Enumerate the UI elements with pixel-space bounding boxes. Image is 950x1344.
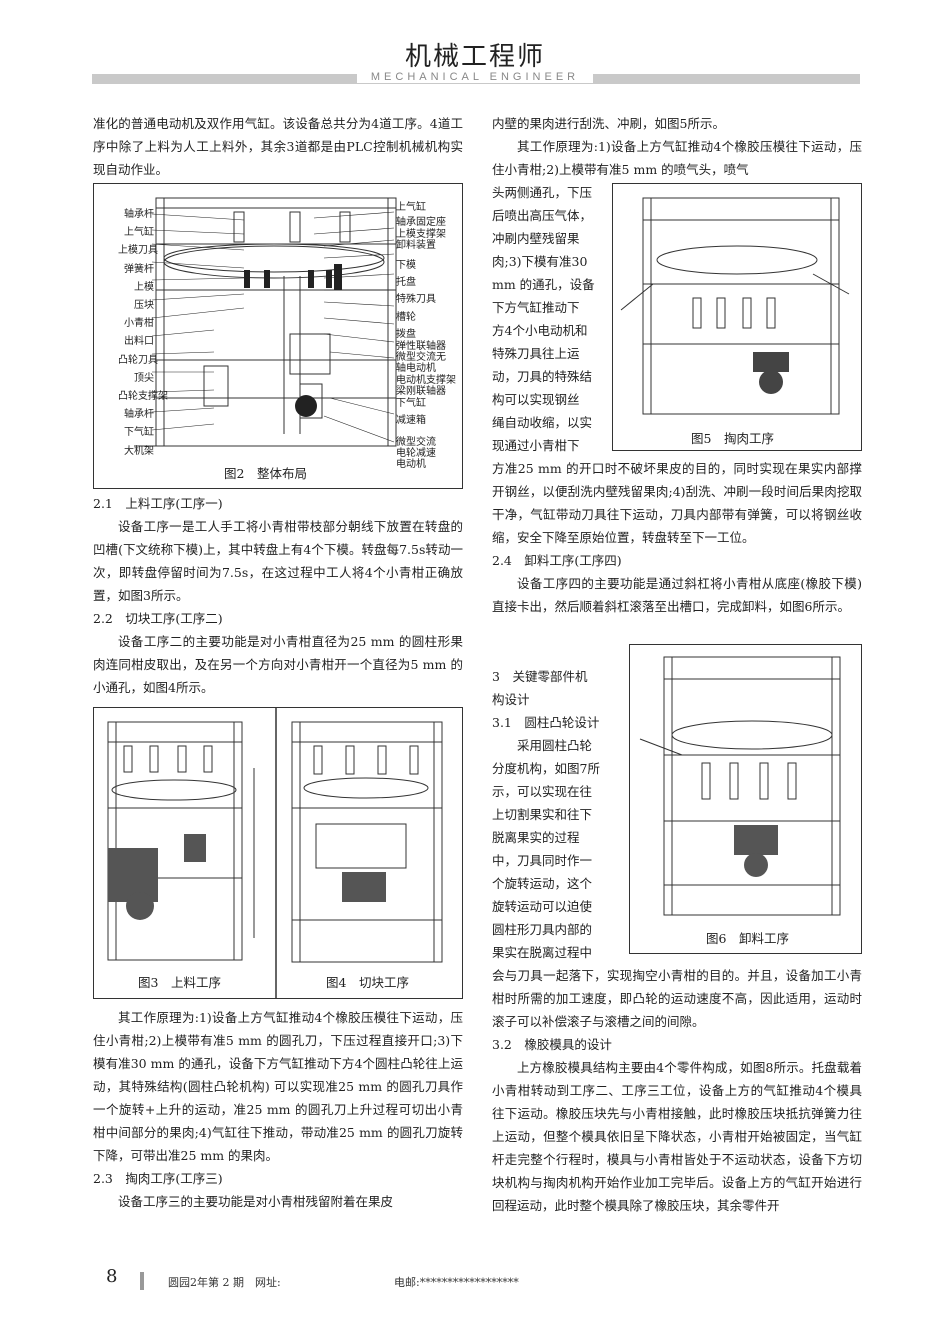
figure-3-4-drawing: [107, 708, 443, 998]
figure-2-drawing: [134, 197, 397, 447]
right-narrow-2: 3 关键零部件机 构设计 3.1 圆柱凸轮设计 采用圆柱凸轮 分度机构，如图7所…: [492, 665, 622, 964]
figure-5: 图5 掏肉工序: [612, 183, 862, 451]
section-3-title-line-2: 构设计: [492, 692, 530, 707]
left-sections-21-22: 2.1 上料工序(工序一) 设备工序一是工人手工将小青柑带枝部分朝线下放置在转盘…: [93, 492, 463, 699]
figure-6-drawing: [639, 656, 841, 916]
section-3-1-title: 3.1 圆柱凸轮设计: [492, 715, 600, 730]
section-3-1-cont: 会与刀具一起落下，实现掏空小青柑的目的。并且，设备加工小青柑时所需的加工速度，即…: [492, 968, 862, 1029]
page-number: 8: [106, 1266, 118, 1287]
figure-3-caption: 图3 上料工序: [138, 975, 221, 990]
figure-2: 轴承杆 上气缸 上模刀具 弹簧杆 上模 压块 小青柑 出料口 凸轮刀具 顶尖 凸…: [93, 183, 463, 489]
section-3-2-body: 上方橡胶模具结构主要由4个零件构成，如图8所示。托盘载着小青柑转动到工序二、工序…: [492, 1060, 862, 1213]
right-top: 内壁的果肉进行刮洗、冲刷，如图5所示。 其工作原理为:1)设备上方气缸推动4个橡…: [492, 112, 862, 181]
footer-issue: 圆园2年第 2 期 网址:: [168, 1276, 281, 1289]
section-2-1-body: 设备工序一是工人手工将小青柑带枝部分朝线下放置在转盘的凹槽(下文统称下模)上，其…: [93, 519, 463, 603]
section-3-title-line-1: 3 关键零部件机: [492, 669, 588, 684]
figure-5-caption: 图5 掏肉工序: [691, 431, 774, 446]
section-2-3-body: 设备工序三的主要功能是对小青柑残留附着在果皮: [118, 1194, 394, 1209]
section-2-2-title: 2.2 切块工序(工序二): [93, 611, 223, 626]
section-2-4-body: 设备工序四的主要功能是通过斜杠将小青柑从底座(橡胶下模)直接卡出，然后顺着斜杠滚…: [492, 576, 862, 614]
section-3-2-title: 3.2 橡胶模具的设计: [492, 1037, 612, 1052]
figure-4-caption: 图4 切块工序: [326, 975, 409, 990]
journal-subtitle: MECHANICAL ENGINEER: [0, 71, 950, 83]
section-2-2-body: 设备工序二的主要功能是对小青柑直径为25 mm 的圆柱形果肉连同柑皮取出，及在另…: [93, 634, 463, 695]
section-2-3-title: 2.3 掏肉工序(工序三): [93, 1171, 223, 1186]
right-para-0: 内壁的果肉进行刮洗、冲刷，如图5所示。: [492, 116, 725, 131]
left-bottom: 其工作原理为:1)设备上方气缸推动4个橡胶压模往下运动，压住小青柑;2)上模带有…: [93, 1006, 463, 1213]
right-bottom: 会与刀具一起落下，实现掏空小青柑的目的。并且，设备加工小青柑时所需的加工速度，即…: [492, 964, 862, 1217]
journal-title: 机械工程师: [404, 42, 545, 72]
section-2-1-title: 2.1 上料工序(工序一): [93, 496, 223, 511]
footer-bar: [140, 1272, 144, 1290]
figure-5-drawing: [620, 197, 850, 415]
figure-3-4: 图3 上料工序 图4 切块工序: [93, 707, 463, 999]
footer-email: 电邮:******************: [394, 1276, 519, 1289]
figure-2-right-labels: 上气缸 轴承固定座 上模支撑架 卸料装置 下模 托盘 特殊刀具 槽轮 拨盘 弹性…: [396, 202, 456, 471]
figure-2-left-labels: 轴承杆 上气缸 上模刀具 弹簧杆 上模 压块 小青柑 出料口 凸轮刀具 顶尖 凸…: [118, 209, 168, 457]
right-para-1c: 方准25 mm 的开口时不破坏果皮的目的，同时实现在果实内部撑开钢丝，以便刮洗内…: [492, 461, 862, 545]
work-principle-2: 其工作原理为:1)设备上方气缸推动4个橡胶压模往下运动，压住小青柑;2)上模带有…: [93, 1010, 463, 1163]
figure-6: 图6 卸料工序: [629, 644, 862, 954]
right-para-1a: 其工作原理为:1)设备上方气缸推动4个橡胶压模往下运动，压住小青柑;2)上模带有…: [492, 139, 862, 177]
right-narrow-1: 头两侧通孔，下压 后喷出高压气体， 冲刷内壁残留果 肉;3)下模有准30 mm …: [492, 185, 595, 453]
section-2-4-title: 2.4 卸料工序(工序四): [492, 553, 622, 568]
left-para-intro: 准化的普通电动机及双作用气缸。该设备总共分为4道工序。4道工序中除了上料为人工上…: [93, 116, 463, 177]
right-mid: 方准25 mm 的开口时不破坏果皮的目的，同时实现在果实内部撑开钢丝，以便刮洗内…: [492, 457, 862, 618]
figure-2-caption: 图2 整体布局: [224, 466, 307, 481]
figure-6-caption: 图6 卸料工序: [706, 931, 789, 946]
